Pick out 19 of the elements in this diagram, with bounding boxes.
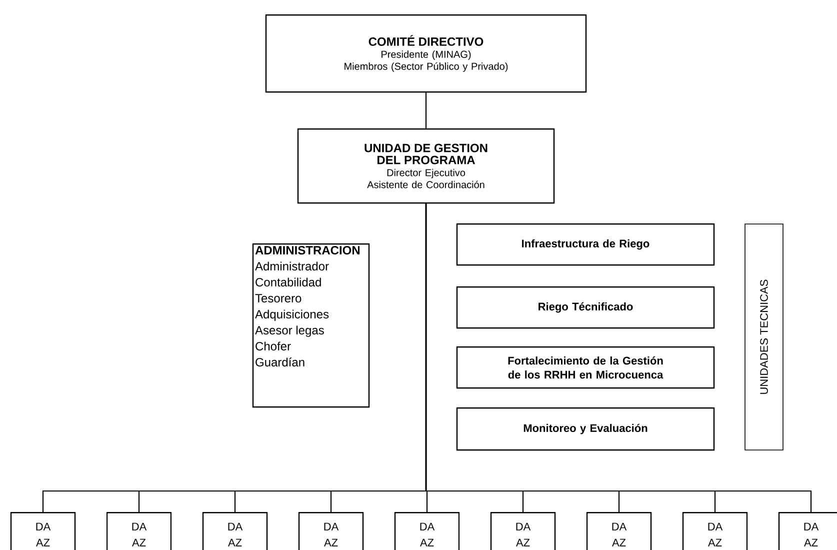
org-box: DA AZ (490, 512, 556, 550)
unit-box: Riego Técnificado (456, 286, 715, 329)
unit-box: Infraestructura de Riego (456, 223, 715, 266)
org-box: DA AZ (682, 512, 748, 550)
unit-box: Fortalecimiento de la Gestión de los RRHH en Microcuenca (456, 346, 715, 389)
org-box: DA AZ (298, 512, 364, 550)
org-box: DA AZ (586, 512, 652, 550)
org-box: DA AZ (202, 512, 268, 550)
org-box: DA AZ (778, 512, 837, 550)
org-box: DA AZ (10, 512, 76, 550)
connector-line (425, 204, 812, 512)
group-label-box: UNIDADES TECNICAS (744, 224, 784, 450)
department-box: ADMINISTRACION Administrador Contabilidad Tesorero Adquisiciones Asesor legas Chofer Guardían (252, 243, 370, 408)
org-box: DA AZ (106, 512, 172, 550)
org-box: DA AZ (394, 512, 460, 550)
org-box: UNIDAD DE GESTION DEL PROGRAMA Director Ejecutivo Asistente de Coordinación (297, 128, 555, 204)
unit-box: Monitoreo y Evaluación (456, 407, 715, 451)
org-box: COMITÉ DIRECTIVO Presidente (MINAG) Miembros (Sector Público y Privado) (265, 14, 587, 93)
connector-line (425, 92, 427, 128)
